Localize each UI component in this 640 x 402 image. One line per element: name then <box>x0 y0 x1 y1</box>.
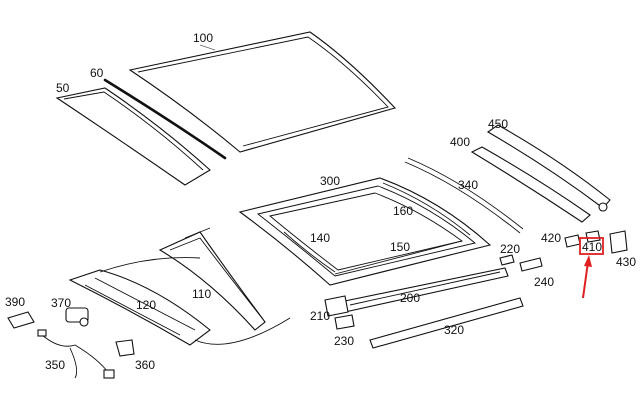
cable-harness-350 <box>37 329 115 379</box>
label-160: 160 <box>393 204 413 218</box>
label-350: 350 <box>45 358 65 372</box>
label-110: 110 <box>192 287 211 301</box>
label-410: 410 <box>582 240 602 254</box>
label-430: 430 <box>616 255 636 269</box>
label-140: 140 <box>310 231 330 245</box>
label-370: 370 <box>51 296 71 310</box>
part-240 <box>519 257 543 272</box>
label-320: 320 <box>444 323 464 337</box>
label-200: 200 <box>400 291 420 305</box>
label-340: 340 <box>458 178 478 192</box>
part-430 <box>609 230 628 254</box>
front-glass-panel <box>55 87 211 186</box>
part-410 <box>585 230 601 243</box>
highlight-box <box>579 237 604 255</box>
part-420 <box>564 234 581 248</box>
label-60: 60 <box>90 66 104 80</box>
label-400: 400 <box>450 135 470 149</box>
sunroof-frame <box>238 177 492 286</box>
clip-360 <box>115 339 135 357</box>
part-230 <box>334 314 355 330</box>
label-100: 100 <box>193 31 213 45</box>
label-230: 230 <box>334 334 354 348</box>
roof-strip <box>103 78 227 160</box>
label-240: 240 <box>534 275 554 289</box>
label-150: 150 <box>390 240 410 254</box>
label-420: 420 <box>541 231 561 245</box>
motor-370 <box>65 307 89 327</box>
label-50: 50 <box>56 81 70 95</box>
part-220 <box>499 254 515 266</box>
highlight-arrowhead <box>584 255 592 267</box>
control-module-390 <box>7 311 35 329</box>
label-210: 210 <box>310 309 330 323</box>
deflector-400 <box>470 146 591 223</box>
trim-strip-320 <box>369 297 524 349</box>
label-450: 450 <box>488 117 508 131</box>
label-360: 360 <box>135 358 155 372</box>
seal-340 <box>404 161 521 234</box>
part-210 <box>324 295 349 317</box>
roof-panel <box>128 31 397 153</box>
frame-110 <box>158 227 266 331</box>
label-120: 120 <box>136 298 156 312</box>
highlight-arrow <box>582 261 589 299</box>
label-300: 300 <box>320 174 340 188</box>
rail-450 <box>486 124 611 212</box>
drive-assembly-120 <box>68 257 291 346</box>
label-390: 390 <box>5 295 25 309</box>
label-220: 220 <box>500 242 520 256</box>
leader-100 <box>199 44 216 51</box>
